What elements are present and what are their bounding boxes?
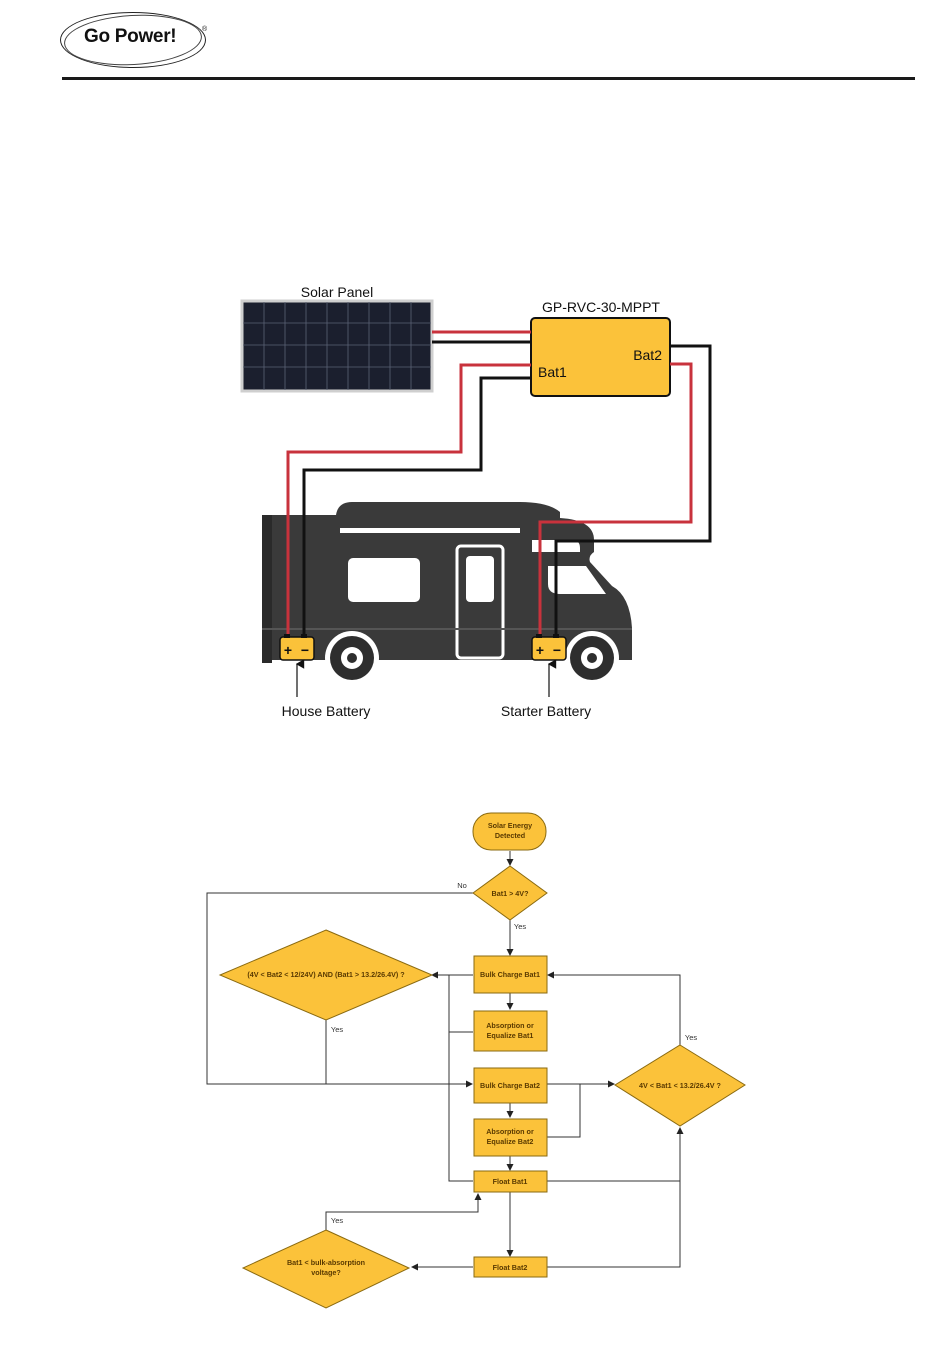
- flow-absorption-bat2: [473, 1118, 548, 1157]
- logo-ring: [60, 12, 206, 68]
- go-power-logo: Go Power! ®: [60, 11, 208, 70]
- rv-windshield: [548, 566, 606, 594]
- flow-decision-bat2-range: [218, 929, 434, 1021]
- wiring-diagram: Solar Panel GP-RVC-30-MPPT Bat1 Bat2: [240, 284, 712, 719]
- flow-absorption-bat1: [473, 1010, 548, 1052]
- starter-battery-minus: −: [553, 642, 561, 658]
- flow-decision-bat2-range-text: (4V < Bat2 < 12/24V) AND (Bat1 > 13.2/26…: [247, 970, 404, 979]
- flow-bulk-charge-bat2-text: Bulk Charge Bat2: [480, 1081, 540, 1090]
- rv-front-wheel: [565, 631, 619, 685]
- flow-start: [472, 812, 547, 851]
- flow-d1-yes: Yes: [514, 922, 526, 931]
- flow-float-bat2-text: Float Bat2: [493, 1263, 528, 1272]
- flow-absorption-bat2-line2: Equalize Bat2: [487, 1137, 534, 1146]
- flow-start-line2: Detected: [495, 831, 525, 840]
- flow-decision-bat1-gt-4v: [472, 865, 548, 921]
- bat2-label: Bat2: [633, 347, 662, 363]
- logo-text: Go Power!: [84, 26, 177, 47]
- bat1-label: Bat1: [538, 364, 567, 380]
- flow-absorption-bat1-line2: Equalize Bat1: [487, 1031, 534, 1040]
- flow-decision-bulk-absorption-line2: voltage?: [311, 1268, 341, 1277]
- flow-decision-bat1-range-text: 4V < Bat1 < 13.2/26.4V ?: [639, 1081, 721, 1090]
- rv-skirt-line: [262, 628, 632, 630]
- flow-absorption-bat2-line1: Absorption or: [486, 1127, 534, 1136]
- house-negative-wire: [302, 376, 531, 640]
- house-positive-wire: [286, 363, 531, 640]
- flow-d1-no: No: [457, 881, 467, 890]
- flow-float-bat2: [473, 1256, 548, 1278]
- flow-d-right-yes: Yes: [685, 1033, 697, 1042]
- solar-panel: [240, 299, 434, 393]
- rv-door-window: [466, 556, 494, 602]
- house-battery-label: House Battery: [282, 703, 371, 719]
- flow-bulk-charge-bat1-text: Bulk Charge Bat1: [480, 970, 540, 979]
- flow-float-bat1: [473, 1170, 548, 1193]
- flow-d-left-yes: Yes: [331, 1025, 343, 1034]
- flow-decision-bulk-absorption: [241, 1229, 411, 1309]
- flow-bulk-charge-bat1: [473, 955, 548, 994]
- house-battery-plus: +: [284, 642, 292, 658]
- starter-positive-wire: [538, 362, 693, 640]
- header-rule: [62, 77, 915, 80]
- starter-negative-wire: [554, 344, 712, 640]
- rv-side-window: [348, 558, 420, 602]
- flow-float-bat1-text: Float Bat1: [493, 1177, 528, 1186]
- starter-battery-plus: +: [536, 642, 544, 658]
- starter-battery-label: Starter Battery: [501, 703, 591, 719]
- logo-registered-mark: ®: [202, 26, 208, 33]
- solar-panel-label: Solar Panel: [301, 284, 373, 300]
- rv-rear-wheel: [325, 631, 379, 685]
- controller-label: GP-RVC-30-MPPT: [542, 299, 660, 315]
- rv-door: [455, 544, 505, 660]
- flow-decision-bat1-gt-4v-text: Bat1 > 4V?: [492, 889, 529, 898]
- flow-decision-bulk-absorption-line1: Bat1 < bulk-absorption: [287, 1258, 365, 1267]
- flow-absorption-bat1-line1: Absorption or: [486, 1021, 534, 1030]
- flow-bulk-charge-bat2: [473, 1067, 548, 1104]
- flow-d-bottom-yes: Yes: [331, 1216, 343, 1225]
- charge-controller: [530, 317, 671, 397]
- house-battery-minus: −: [301, 642, 309, 658]
- flow-start-line1: Solar Energy: [488, 821, 532, 830]
- rv-trim-line: [340, 528, 520, 533]
- flow-decision-bat1-range: [614, 1044, 746, 1127]
